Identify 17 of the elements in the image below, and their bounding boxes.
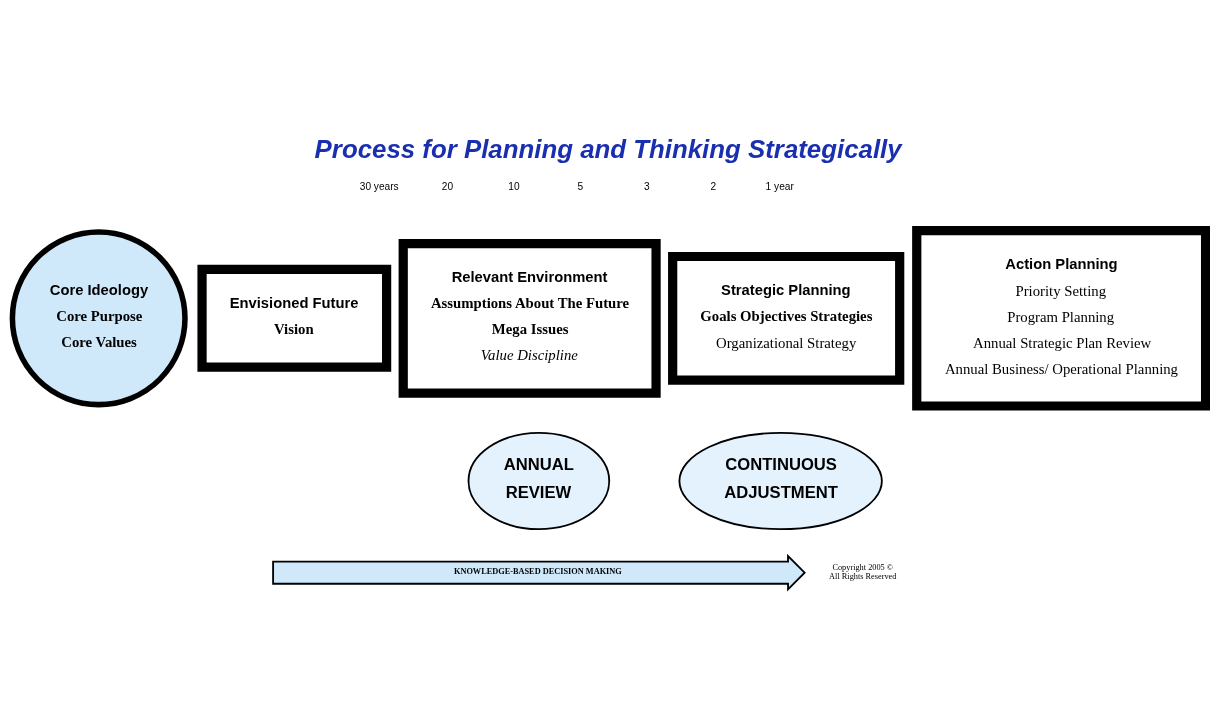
label: 1 year xyxy=(765,180,794,192)
diagram-title: Process for Planning and Thinking Strategically xyxy=(314,134,902,163)
node-box: Action Planning Priority Setting Program Planning Annual Strategic Plan Review Annual Business/ Operational Planning xyxy=(912,225,1210,411)
label: 3 xyxy=(644,180,650,192)
node-ellipse: ANNUAL REVIEW xyxy=(467,431,611,530)
label: 10 xyxy=(508,180,520,192)
label: Copyright 2005 © xyxy=(832,562,894,572)
label: 30 years xyxy=(359,180,399,192)
label: 20 xyxy=(441,180,454,192)
node-box: Envisioned Future Vision xyxy=(197,264,392,372)
node-ellipse: CONTINUOUS ADJUSTMENT xyxy=(678,431,883,530)
node-box: Strategic Planning Goals Objectives Strategies Organizational Strategy xyxy=(668,251,905,385)
node-box: Relevant Environment Assumptions About The Future Mega Issues Value Discipline xyxy=(398,238,661,398)
label: All Rights Reserved xyxy=(829,571,897,581)
node-circle: Core Ideology Core Purpose Core Values xyxy=(9,228,188,407)
label: 5 xyxy=(577,180,584,192)
label: 2 xyxy=(710,180,717,192)
